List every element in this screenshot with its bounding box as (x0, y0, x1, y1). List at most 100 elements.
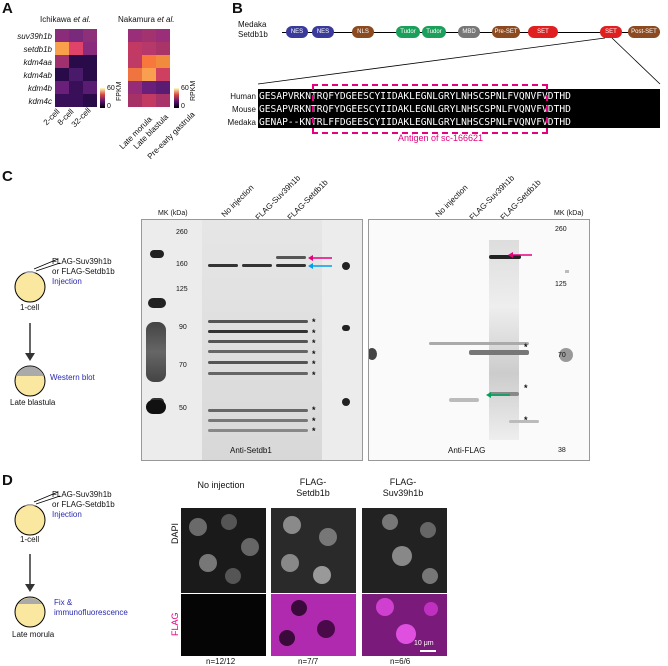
c-assay: Western blot (50, 373, 95, 382)
blot-anti-setdb1 (141, 219, 363, 461)
band-star: * (312, 369, 316, 380)
marker-125: 125 (176, 286, 188, 293)
d-inject-labels: FLAG-Suv39h1b or FLAG-Setdb1b Injection (52, 490, 115, 520)
left-heatmap-title: Ichikawa et al. (40, 15, 91, 24)
lane-label: No injection (219, 183, 256, 219)
protein-name-line1: Medaka (238, 20, 267, 29)
marker-260: 260 (176, 229, 188, 236)
c-inject-label-1: FLAG-Suv39h1b (52, 257, 112, 266)
alignment-background (258, 89, 660, 128)
col-title-suv39h1b: FLAG- Suv39h1b (382, 477, 424, 498)
domain-nes: NES (312, 26, 334, 38)
panel-letter-a: A (2, 0, 13, 17)
left-heatmap (55, 29, 97, 107)
panel-letter-b: B (232, 0, 243, 17)
d-morula-embryo (14, 596, 46, 628)
marker-90: 90 (179, 324, 187, 331)
band-star: * (312, 426, 316, 436)
blot-anti-flag (368, 219, 590, 461)
band-star: * (312, 359, 316, 369)
c-stage-2: Late blastula (10, 398, 56, 407)
band-star: * (312, 327, 316, 338)
left-stars: * * * * * * (312, 317, 316, 380)
count-suv39h1b: n=6/6 (390, 657, 411, 666)
row-label-flag: FLAG (170, 612, 180, 636)
domain-tudor: Tudor (396, 26, 420, 38)
left-title-prefix: Ichikawa (40, 15, 74, 24)
gene-labels: suv39h1b setdb1b kdm4aa kdm4ab kdm4b kdm… (6, 30, 52, 108)
left-blot-label: Anti-Setdb1 (230, 446, 272, 455)
domain-set: SET (600, 26, 622, 38)
right-heatmap (128, 29, 170, 107)
sequence-medaka: GENAP--KNTRLFFDGEESCYIIDAKLEGNLGRYLNHSCS… (259, 117, 571, 128)
domain-postset: Post-SET (628, 26, 660, 38)
d-assay-line1: Fix & (54, 598, 73, 607)
flag-setdb1b (271, 594, 356, 656)
species-label: Human (230, 92, 256, 101)
d-assay: Fix & immunofluorescence (54, 598, 128, 618)
left-scale-max: 60 (107, 85, 115, 92)
right-star: * (524, 342, 528, 352)
right-star: * (524, 415, 528, 425)
right-star: * (524, 383, 528, 393)
right-colorbar (174, 88, 179, 108)
left-scale-min: 0 (107, 103, 111, 110)
d-inject-action: Injection (52, 510, 82, 519)
flag-no-injection (181, 594, 266, 656)
d-inject-label-2: or FLAG-Setdb1b (52, 500, 115, 509)
panel-letter-d: D (2, 472, 13, 489)
right-marker-125: 125 (555, 281, 567, 288)
band-star: * (312, 415, 316, 426)
gene-label: setdb1b (23, 45, 52, 54)
domain-set: SET (528, 26, 558, 38)
gene-label: kdm4aa (23, 58, 52, 67)
d-flow-diagram (14, 491, 61, 628)
d-one-cell-embryo (14, 504, 46, 536)
right-blot-annotations (486, 252, 532, 398)
zoom-lines (257, 37, 661, 85)
count-setdb1b: n=7/7 (298, 657, 319, 666)
left-colorbar (100, 88, 105, 108)
row-label-dapi: DAPI (170, 522, 180, 544)
gene-label: kdm4b (27, 84, 52, 93)
protein-name: Medaka Setdb1b (238, 20, 268, 40)
band-star: * (312, 317, 316, 327)
c-one-cell-embryo (14, 271, 46, 303)
right-blot-label: Anti-FLAG (448, 446, 486, 455)
dapi-setdb1b (271, 508, 356, 593)
band-star: * (312, 348, 316, 359)
sequence-human: GESAPVRKNTRQFYDGEESCYIIDAKLEGNLGRYLNHSCS… (259, 91, 571, 102)
c-inject-action: Injection (52, 277, 82, 286)
domain-tudor: Tudor (422, 26, 446, 38)
count-no-injection: n=12/12 (206, 657, 236, 666)
domain-preset: Pre-SET (492, 26, 520, 38)
species-label: Mouse (231, 105, 256, 114)
left-title-italic: et al. (73, 15, 91, 24)
marker-70: 70 (179, 362, 187, 369)
left-blot-annotations (308, 255, 332, 269)
right-scale-min: 0 (181, 103, 185, 110)
gene-label: suv39h1b (17, 32, 52, 41)
right-title-prefix: Nakamura (118, 15, 158, 24)
marker-160: 160 (176, 261, 188, 268)
species-label: Medaka (227, 118, 256, 127)
right-marker-38: 38 (558, 447, 566, 454)
right-heatmap-title: Nakamura et al. (118, 15, 174, 24)
domain-nls: NLS (352, 26, 374, 38)
marker-50: 50 (179, 405, 187, 412)
d-assay-line2: immunofluorescence (54, 608, 128, 617)
scale-bar (420, 650, 436, 652)
scale-bar-label: 10 μm (414, 640, 434, 647)
c-stage-1: 1-cell (20, 303, 40, 312)
domain-mbd: MBD (458, 26, 480, 38)
right-marker-70: 70 (558, 352, 566, 359)
flag-suv39h1b (362, 594, 447, 656)
c-inject-label-2: or FLAG-Setdb1b (52, 267, 115, 276)
antigen-box (312, 84, 548, 134)
antigen-label: Antigen of sc-166621 (398, 133, 484, 143)
right-title-italic: et al. (157, 15, 175, 24)
band-star: * (312, 405, 316, 415)
d-stage-2: Late morula (12, 630, 55, 639)
sequence-mouse: GESAPVRKNTRQFYDGEESCYIIDAKLEGNLGRYLNHSCS… (259, 104, 571, 115)
d-stage-1: 1-cell (20, 535, 40, 544)
